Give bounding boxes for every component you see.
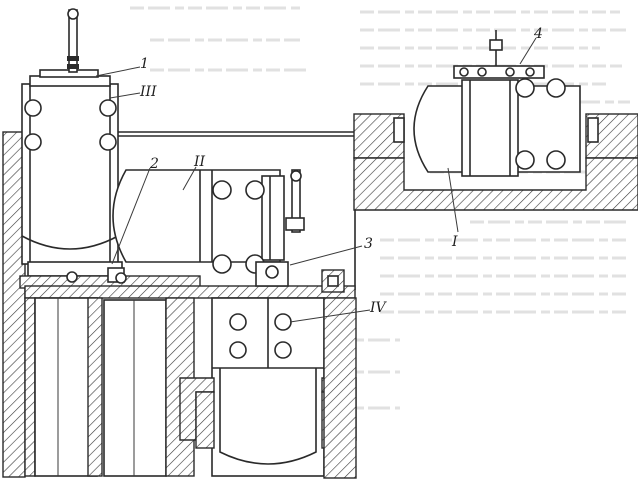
label-2: 2	[149, 156, 159, 172]
lower-chamber-IV	[179, 297, 357, 479]
vertical-cylinder-III	[21, 8, 119, 265]
label-IV: IV	[369, 300, 388, 316]
label-II: II	[193, 154, 206, 170]
right-assembly	[353, 30, 638, 211]
label-4: 4	[533, 26, 543, 42]
label-1: 1	[140, 56, 149, 72]
right-inset-slab	[353, 157, 638, 211]
lower-columns	[24, 297, 195, 477]
floor-slab	[24, 285, 356, 299]
horizontal-cylinder-II	[112, 169, 305, 274]
label-3: 3	[364, 236, 373, 252]
label-III: III	[139, 84, 157, 100]
fitting-3	[255, 261, 345, 293]
base-support-2	[19, 261, 201, 289]
left-assembly	[2, 8, 357, 479]
leader-lines	[95, 37, 537, 323]
horizontal-cylinder-I	[413, 30, 581, 177]
callout-labels: 1 III 2 II 3 IV 4 I	[139, 26, 543, 316]
label-I: I	[451, 234, 458, 250]
